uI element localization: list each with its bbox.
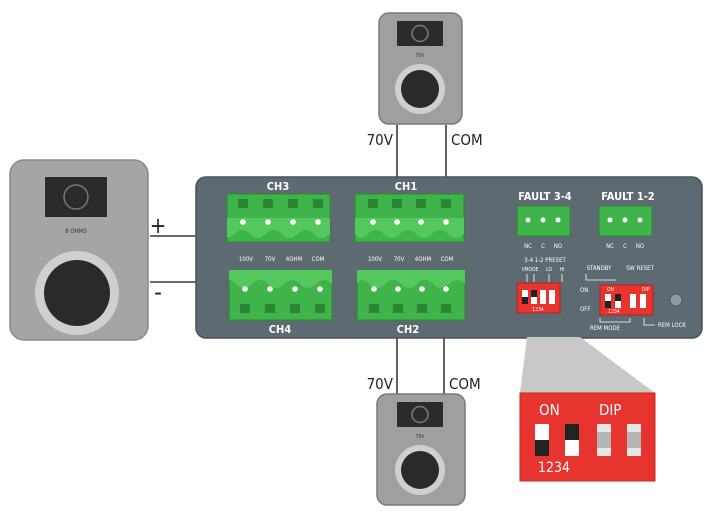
svg-text:NO: NO [554,243,562,250]
fault-12-title: FAULT 1-2 [601,190,655,203]
speaker-left: 8 OHMS [9,159,149,341]
rem-lock-led [669,293,683,307]
channel-label-ch4: CH4 [269,323,292,336]
wire-label-top-com: COM [451,131,483,149]
dip-a-header: 3-4 1-2 PRESET [524,257,566,264]
svg-text:NC: NC [524,243,532,250]
dip-a-nums: 1234 [532,307,544,313]
dip-b-sw-reset: SW RESET [626,265,654,272]
rem-lock-label: REM LOCK [658,322,686,329]
wire-label-bottom-70v: 70V [367,375,394,393]
terminal-ch1 [354,193,465,243]
svg-text:COM: COM [441,256,454,263]
svg-text:4OHM: 4OHM [415,256,432,263]
dip-a-side-off: OFF [580,306,590,313]
dip-a-sub: VMODE LO HI [522,267,565,273]
svg-text:70V: 70V [265,256,276,263]
zoom-switches[interactable] [535,424,641,456]
speaker-left-badge: 8 OHMS [65,228,87,235]
rem-mode-label: REM MODE [590,325,621,332]
terminal-ch4 [228,269,333,321]
wire-label-minus: - [154,278,162,306]
fault-34-title: FAULT 3-4 [518,190,572,203]
svg-text:4OHM: 4OHM [286,256,303,263]
amplifier-panel: CH3 CH1 [195,176,703,339]
terminal-ch3 [226,193,331,243]
svg-text:VMODE: VMODE [522,267,539,273]
speaker-bottom: 70V [376,393,466,506]
svg-text:HI: HI [560,267,565,273]
fault-34-pins: NC C NO [524,243,562,250]
terminal-labels-right: 100V 70V 4OHM COM [368,256,454,263]
speaker-bottom-badge: 70V [416,434,426,440]
svg-text:100V: 100V [368,256,382,263]
dip-switch-a[interactable]: 1234 [516,282,561,314]
dip-b-bracket-bottom [599,318,631,323]
dip-b-dip: DIP [642,287,650,293]
dip-b-on: ON [607,287,614,293]
terminal-ch2 [356,269,466,321]
svg-text:NO: NO [636,243,644,250]
dip-b-bracket-top [585,274,616,281]
svg-text:70V: 70V [394,256,405,263]
svg-text:C: C [541,243,545,250]
channel-label-ch1: CH1 [395,180,418,193]
svg-text:LO: LO [546,267,552,273]
channel-label-ch2: CH2 [397,323,420,336]
dip-b-standby: STANDBY [587,265,613,272]
dip-a-side-on: ON [580,287,588,294]
dip-switch-b[interactable]: ON DIP 1234 [599,284,654,316]
dip-b-nums: 1234 [608,309,620,315]
wire-label-bottom-com: COM [449,375,481,393]
dip-b-bracket-lock [643,318,655,326]
fault-12-pins: NC C NO [606,243,644,250]
terminal-labels-left: 100V 70V 4OHM COM [239,256,325,263]
wire-label-top-70v: 70V [367,131,394,149]
speaker-top-badge: 70V [416,53,426,59]
svg-text:COM: COM [312,256,325,263]
wire-label-plus: + [150,214,167,239]
svg-text:C: C [623,243,627,250]
fault-12-terminal [598,205,653,237]
speaker-top: 70V [378,12,463,125]
channel-label-ch3: CH3 [267,180,290,193]
zoom-dip-label: DIP [599,401,622,419]
zoom-nums: 1234 [538,460,570,476]
zoom-on-label: ON [539,401,560,419]
fault-34-terminal [516,205,571,237]
dip-a-ticks [526,274,563,282]
svg-text:100V: 100V [239,256,253,263]
zoom-callout: ON DIP 1234 [519,337,656,482]
svg-text:NC: NC [606,243,614,250]
